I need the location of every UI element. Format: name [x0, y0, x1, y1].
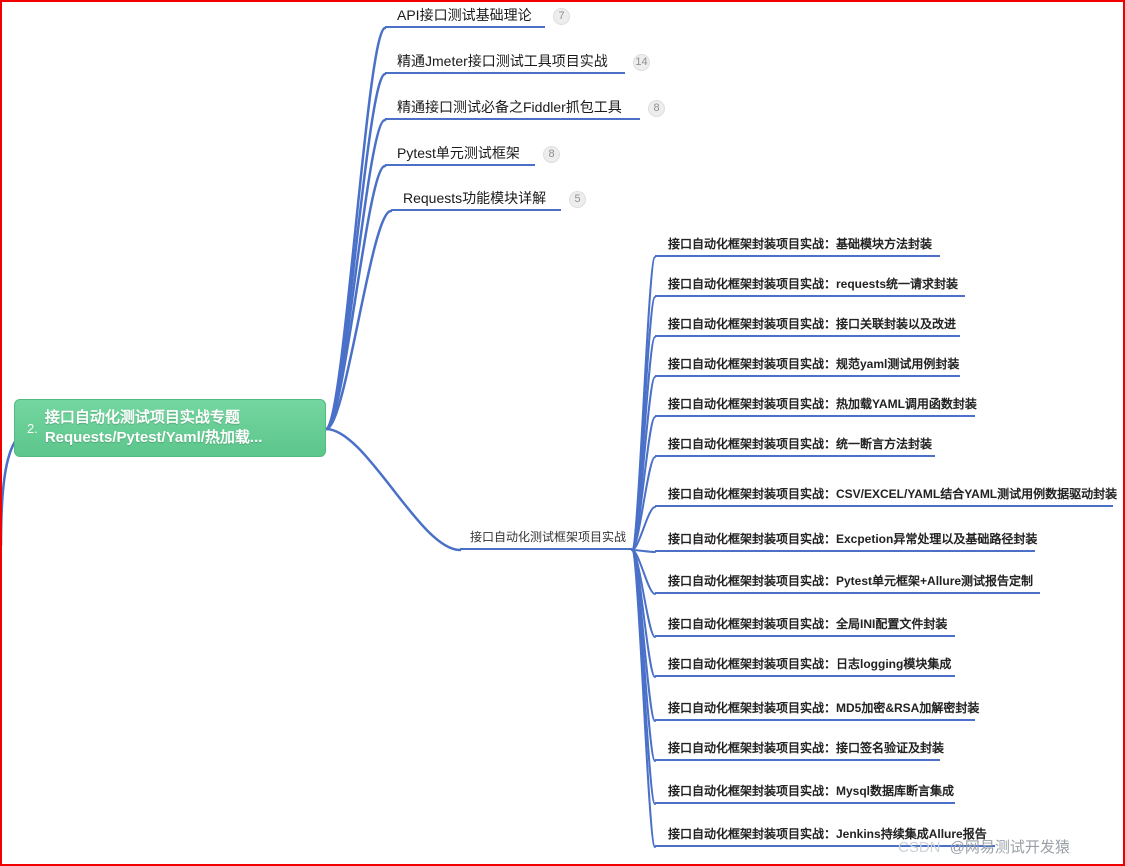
leaf-topic-exception-path[interactable]: 接口自动化框架封装项目实战：Excpetion异常处理以及基础路径封装	[655, 529, 1037, 552]
leaf-topic-yaml-cases[interactable]: 接口自动化框架封装项目实战：规范yaml测试用例封装	[655, 354, 960, 377]
watermark-brand: CSDN	[898, 839, 941, 856]
root-topic[interactable]: 2. 接口自动化测试项目实战专题 Requests/Pytest/Yaml/热加…	[14, 399, 326, 457]
branch-count-badge-api-theory[interactable]: 7	[553, 8, 570, 25]
leaf-topic-base-module[interactable]: 接口自动化框架封装项目实战：基础模块方法封装	[655, 234, 940, 257]
root-topic-number: 2.	[27, 420, 38, 436]
branch-framework-practice[interactable]: 接口自动化测试框架项目实战	[460, 527, 632, 550]
root-topic-title-line1: 接口自动化测试项目实战专题	[44, 409, 240, 426]
leaf-topic-allure-report[interactable]: 接口自动化框架封装项目实战：Pytest单元框架+Allure测试报告定制	[655, 571, 1040, 594]
root-topic-title: 接口自动化测试项目实战专题 Requests/Pytest/Yaml/热加载..…	[45, 408, 263, 448]
branch-pytest[interactable]: Pytest单元测试框架	[385, 143, 535, 166]
leaf-topic-data-driven[interactable]: 接口自动化框架封装项目实战：CSV/EXCEL/YAML结合YAML测试用例数据…	[655, 484, 1117, 507]
root-topic-title-line2: Requests/Pytest/Yaml/热加载...	[44, 429, 263, 446]
branch-count-badge-fiddler[interactable]: 8	[648, 100, 665, 117]
leaf-topic-signature[interactable]: 接口自动化框架封装项目实战：接口签名验证及封装	[655, 738, 944, 761]
leaf-topic-api-relation[interactable]: 接口自动化框架封装项目实战：接口关联封装以及改进	[655, 314, 960, 337]
leaf-topic-jenkins-ci[interactable]: 接口自动化框架封装项目实战：Jenkins持续集成Allure报告	[655, 824, 995, 847]
watermark: CSDN @网易测试开发猿	[898, 836, 1070, 857]
branch-api-theory[interactable]: API接口测试基础理论	[385, 5, 545, 28]
leaf-topic-requests-wrapper[interactable]: 接口自动化框架封装项目实战：requests统一请求封装	[655, 274, 965, 297]
leaf-topic-assert-method[interactable]: 接口自动化框架封装项目实战：统一断言方法封装	[655, 434, 935, 457]
branch-requests[interactable]: Requests功能模块详解	[391, 188, 561, 211]
branch-count-badge-requests[interactable]: 5	[569, 191, 586, 208]
branch-fiddler[interactable]: 精通接口测试必备之Fiddler抓包工具	[385, 97, 640, 120]
branch-jmeter[interactable]: 精通Jmeter接口测试工具项目实战	[385, 51, 625, 74]
leaf-topic-hot-reload[interactable]: 接口自动化框架封装项目实战：热加载YAML调用函数封装	[655, 394, 977, 417]
leaf-topic-md5-rsa[interactable]: 接口自动化框架封装项目实战：MD5加密&RSA加解密封装	[655, 698, 979, 721]
branch-count-badge-jmeter[interactable]: 14	[633, 54, 650, 71]
watermark-handle: @网易测试开发猿	[949, 839, 1070, 856]
leaf-topic-logging[interactable]: 接口自动化框架封装项目实战：日志logging模块集成	[655, 654, 955, 677]
branch-count-badge-pytest[interactable]: 8	[543, 146, 560, 163]
leaf-topic-ini-config[interactable]: 接口自动化框架封装项目实战：全局INI配置文件封装	[655, 614, 955, 637]
leaf-topic-mysql-assert[interactable]: 接口自动化框架封装项目实战：Mysql数据库断言集成	[655, 781, 955, 804]
